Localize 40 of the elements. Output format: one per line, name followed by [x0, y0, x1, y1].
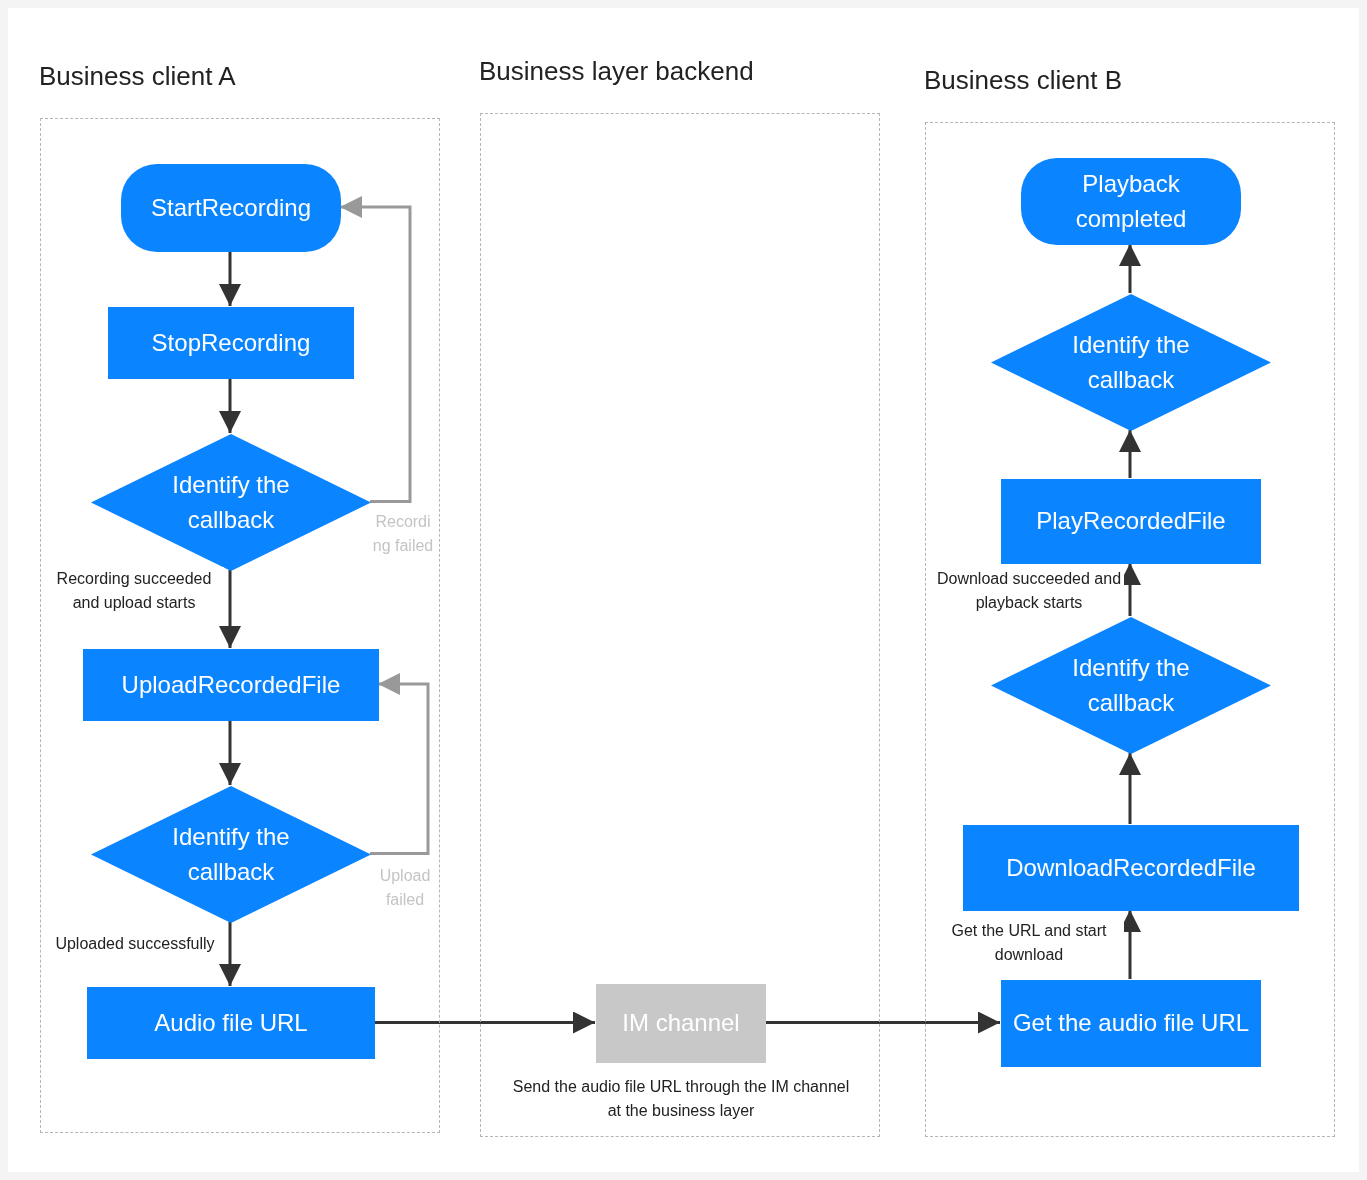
- node-label: Audio file URL: [153, 1007, 309, 1038]
- arrow: [765, 1011, 1000, 1034]
- lane-title: Business client B: [924, 65, 1122, 96]
- arrow: [219, 922, 241, 986]
- start-end-terminal: [1021, 158, 1241, 245]
- node-label: StopRecording: [150, 327, 312, 358]
- node-label: Identify the callback: [171, 469, 291, 535]
- arrow: [340, 196, 412, 503]
- node-label: Playback completed: [1074, 168, 1188, 234]
- arrow: [219, 378, 241, 433]
- process-box: [83, 649, 379, 721]
- node-label: StartRecording: [149, 192, 313, 223]
- process-box: [108, 307, 354, 379]
- arrow: [370, 673, 430, 855]
- node-label: Identify the callback: [171, 821, 291, 887]
- arrow: [374, 1011, 595, 1034]
- node-label: Identify the callback: [1071, 652, 1191, 718]
- lane-title: Business layer backend: [479, 56, 754, 87]
- node-label: DownloadRecordedFile: [1005, 852, 1257, 883]
- lane-title: Business client A: [39, 61, 236, 92]
- process-box: [87, 987, 375, 1059]
- process-box: [1001, 479, 1261, 564]
- decision-diamond: [991, 294, 1271, 431]
- node-label: UploadRecordedFile: [120, 669, 342, 700]
- arrow: [219, 570, 241, 648]
- arrow: [1119, 244, 1141, 293]
- decision-diamond: [91, 786, 371, 923]
- process-box: [1001, 980, 1261, 1067]
- arrow: [219, 251, 241, 306]
- decision-diamond: [991, 617, 1271, 754]
- process-box: [963, 825, 1299, 911]
- arrow: [1119, 430, 1141, 478]
- arrow: [1119, 753, 1141, 824]
- node-label: Get the audio file URL: [1011, 1008, 1251, 1039]
- start-end-terminal: [121, 164, 341, 252]
- node-label: Identify the callback: [1071, 329, 1191, 395]
- arrow: [219, 720, 241, 785]
- node-caption: Send the audio file URL through the IM channel at the business layer: [511, 1077, 851, 1121]
- decision-diamond: [91, 434, 371, 571]
- node-label: PlayRecordedFile: [1035, 506, 1227, 537]
